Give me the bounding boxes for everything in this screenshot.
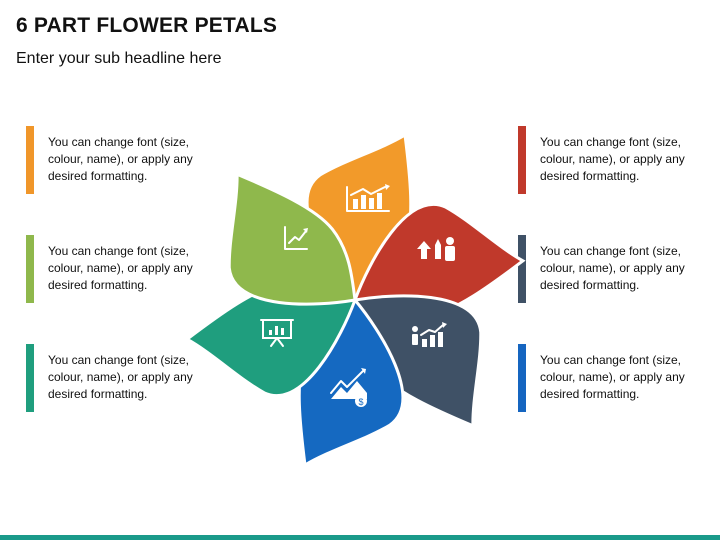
accent-bar [518, 344, 526, 412]
rising-bars-icon [412, 322, 447, 347]
presentation-board-icon [260, 319, 294, 347]
note-left-3: You can change font (size, colour, name)… [26, 344, 216, 414]
bar-chart-growth-icon [346, 184, 390, 212]
accent-bar [26, 344, 34, 412]
footer-bar [0, 535, 720, 540]
note-right-1: You can change font (size, colour, name)… [518, 126, 708, 196]
note-text: You can change font (size, colour, name)… [540, 353, 685, 401]
flower-petals-diagram: $ [184, 132, 526, 468]
note-left-1: You can change font (size, colour, name)… [26, 126, 216, 196]
line-trend-icon [284, 226, 308, 250]
market-growth-dollar-icon: $ [330, 368, 367, 407]
note-text: You can change font (size, colour, name)… [540, 244, 685, 292]
accent-bar [518, 235, 526, 303]
accent-bar [518, 126, 526, 194]
accent-bar [26, 126, 34, 194]
accent-bar [26, 235, 34, 303]
business-growth-icon [417, 237, 455, 261]
note-right-3: You can change font (size, colour, name)… [518, 344, 708, 414]
note-text: You can change font (size, colour, name)… [48, 135, 193, 183]
page-subtitle: Enter your sub headline here [16, 50, 222, 67]
note-text: You can change font (size, colour, name)… [48, 244, 193, 292]
note-left-2: You can change font (size, colour, name)… [26, 235, 216, 305]
page-title: 6 PART FLOWER PETALS [16, 14, 278, 37]
note-right-2: You can change font (size, colour, name)… [518, 235, 708, 305]
note-text: You can change font (size, colour, name)… [48, 353, 193, 401]
svg-text:$: $ [358, 397, 363, 407]
note-text: You can change font (size, colour, name)… [540, 135, 685, 183]
